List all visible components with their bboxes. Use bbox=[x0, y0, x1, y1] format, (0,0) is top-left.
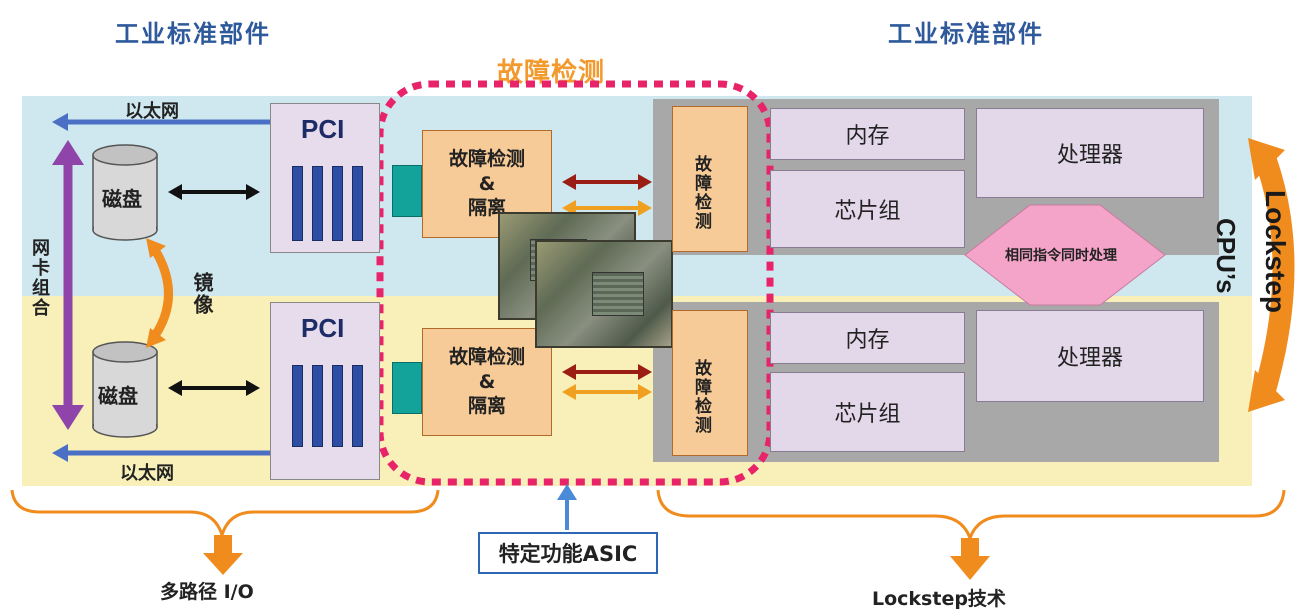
mirror-arrow bbox=[148, 242, 173, 343]
disk-top-cylinder bbox=[92, 144, 158, 241]
fault-detect-zone bbox=[376, 80, 774, 486]
lockstep-down-arrow bbox=[950, 556, 990, 580]
cpus-label: CPU’s bbox=[1211, 218, 1241, 294]
same-instruction-arrow bbox=[964, 204, 1166, 306]
fault-isolate-line3: 隔离 bbox=[467, 197, 506, 220]
fault-column-bottom-label: 故障检测 bbox=[691, 359, 711, 435]
pci-card-bottom: PCI bbox=[270, 302, 380, 480]
asic-callout: 特定功能ASIC bbox=[478, 532, 658, 574]
fault-column-top-label: 故障检测 bbox=[691, 155, 711, 231]
pci-slot bbox=[352, 166, 363, 241]
chipset-box-top: 芯片组 bbox=[770, 170, 965, 248]
lockstep-arrow bbox=[1251, 145, 1295, 404]
pci-bottom-label: PCI bbox=[301, 313, 345, 343]
mirror-label: 镜像 bbox=[190, 272, 214, 316]
ethernet-top-label: 以太网 bbox=[125, 101, 179, 122]
fault-isolate-line3: 隔离 bbox=[467, 395, 506, 418]
processor-box-bottom: 处理器 bbox=[976, 310, 1204, 402]
nic-team-arrowhead-bottom bbox=[52, 405, 84, 430]
pci-top-label: PCI bbox=[301, 114, 345, 144]
pci-slot bbox=[312, 365, 323, 447]
processor-box-top: 处理器 bbox=[976, 108, 1204, 198]
pci-slot bbox=[292, 365, 303, 447]
ethernet-bottom-label: 以太网 bbox=[120, 463, 174, 484]
fault-isolate-box-bottom: 故障检测 & 隔离 bbox=[422, 328, 552, 436]
fault-isolate-line1: 故障检测 bbox=[448, 345, 525, 368]
pci-slot bbox=[332, 166, 343, 241]
teal-connector-top bbox=[392, 165, 422, 217]
memory-box-top: 内存 bbox=[770, 108, 965, 160]
fault-column-bottom: 故障检测 bbox=[672, 310, 748, 456]
pci-slot bbox=[292, 166, 303, 241]
fault-isolate-line2: & bbox=[478, 172, 496, 195]
pci-slot bbox=[352, 365, 363, 447]
pci-slot bbox=[312, 166, 323, 241]
multipath-io-label: 多路径 I/O bbox=[160, 581, 254, 603]
right-brace bbox=[656, 489, 1286, 543]
nic-team-arrowhead-top bbox=[52, 140, 84, 165]
fault-column-top: 故障检测 bbox=[672, 106, 748, 252]
lockstep-tech-label: Lockstep技术 bbox=[872, 588, 1006, 610]
disk-bottom-label: 磁盘 bbox=[98, 384, 138, 408]
fault-isolate-line2: & bbox=[478, 370, 496, 393]
memory-box-bottom: 内存 bbox=[770, 312, 965, 364]
same-instruction-label: 相同指令同时处理 bbox=[1005, 248, 1117, 264]
asic-chip-photo-front bbox=[535, 240, 673, 348]
chipset-box-bottom: 芯片组 bbox=[770, 372, 965, 452]
multipath-down-arrow bbox=[203, 553, 243, 575]
pci-card-top: PCI bbox=[270, 103, 380, 253]
ethernet-top-arrowhead bbox=[52, 113, 68, 131]
left-brace bbox=[10, 489, 440, 541]
teal-connector-bottom bbox=[392, 362, 422, 414]
right-top-title: 工业标准部件 bbox=[888, 20, 1044, 48]
disk-bottom-cylinder bbox=[92, 341, 158, 438]
left-top-title: 工业标准部件 bbox=[115, 20, 271, 48]
ethernet-bottom-arrowhead bbox=[52, 444, 68, 462]
pci-slot bbox=[332, 365, 343, 447]
fault-isolate-line1: 故障检测 bbox=[448, 147, 525, 170]
lockstep-label: Lockstep bbox=[1260, 190, 1291, 313]
nic-team-label: 网卡组合 bbox=[29, 238, 50, 318]
disk-top-label: 磁盘 bbox=[102, 187, 142, 211]
